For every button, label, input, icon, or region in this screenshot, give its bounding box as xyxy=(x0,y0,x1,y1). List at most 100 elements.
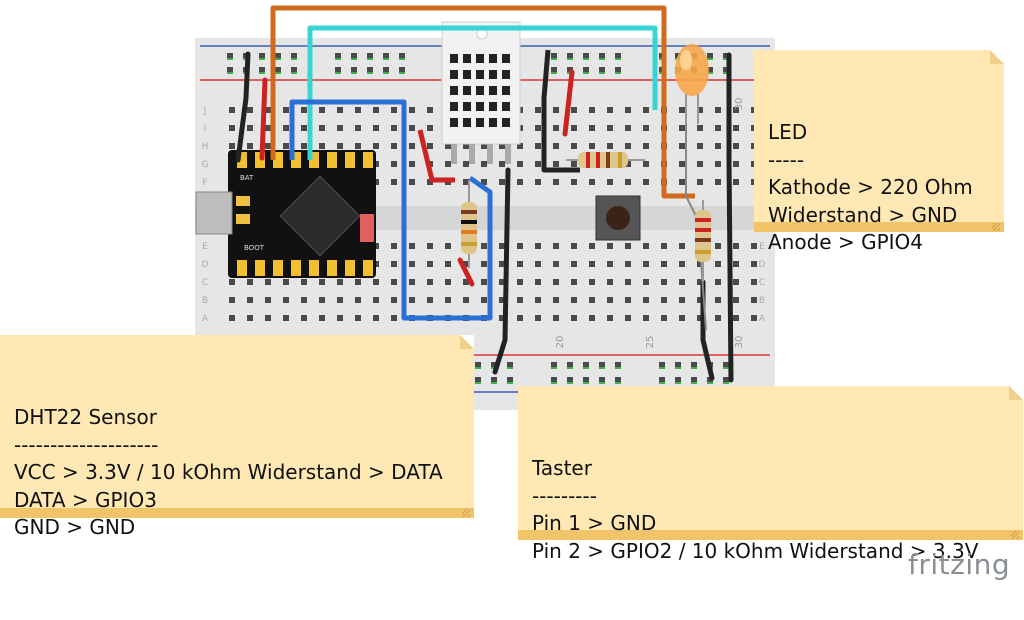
breadboard-hole xyxy=(571,161,577,167)
power-rail-hole-marker xyxy=(399,72,405,74)
breadboard-hole xyxy=(499,315,505,321)
breadboard-hole xyxy=(409,279,415,285)
breadboard-hole xyxy=(337,315,343,321)
breadboard-hole xyxy=(499,297,505,303)
row-letter: C xyxy=(759,278,765,288)
breadboard-hole xyxy=(607,261,613,267)
column-number-20: 20 xyxy=(555,336,566,349)
power-rail-hole-marker xyxy=(615,367,621,369)
breadboard-hole xyxy=(571,279,577,285)
board-pin xyxy=(255,260,265,276)
power-rail-hole-marker xyxy=(659,382,665,384)
breadboard-hole xyxy=(535,297,541,303)
dht22-vent xyxy=(502,102,510,111)
bat-label: BAT xyxy=(240,174,254,182)
breadboard-hole xyxy=(391,125,397,131)
taster-note-line: --------- xyxy=(532,483,597,508)
breadboard-hole xyxy=(517,161,523,167)
breadboard-hole xyxy=(481,243,487,249)
breadboard-hole xyxy=(589,315,595,321)
breadboard-hole xyxy=(373,297,379,303)
resistor-2 xyxy=(566,152,645,168)
breadboard-hole xyxy=(625,125,631,131)
breadboard-hole xyxy=(247,107,253,113)
power-rail-hole-marker xyxy=(335,72,341,74)
breadboard-hole xyxy=(229,125,235,131)
dht22-vent xyxy=(476,54,484,63)
board-pin xyxy=(345,152,355,168)
power-rail-hole xyxy=(599,377,605,383)
taster-note-line: Pin 2 > GPIO2 / 10 kOhm Widerstand > 3.3… xyxy=(532,538,979,563)
breadboard-hole xyxy=(715,125,721,131)
power-rail-hole xyxy=(567,67,573,73)
breadboard-hole xyxy=(571,179,577,185)
note-resize-grip[interactable] xyxy=(462,509,470,517)
power-rail-hole xyxy=(615,53,621,59)
power-rail-hole-marker xyxy=(335,58,341,60)
breadboard-hole xyxy=(535,243,541,249)
power-rail-hole-marker xyxy=(615,72,621,74)
dht22-pin-3 xyxy=(487,144,493,164)
power-rail-hole xyxy=(367,67,373,73)
dht22-vent xyxy=(450,102,458,111)
breadboard-hole xyxy=(229,297,235,303)
breadboard-hole xyxy=(589,297,595,303)
breadboard-hole xyxy=(571,243,577,249)
breadboard-hole xyxy=(247,315,253,321)
power-rail-hole-marker xyxy=(599,72,605,74)
power-rail-hole-marker xyxy=(723,58,729,60)
wire-blue-1 xyxy=(289,99,493,321)
breadboard-hole xyxy=(715,243,721,249)
breadboard-hole xyxy=(463,161,469,167)
power-rail-hole xyxy=(599,362,605,368)
board-pin xyxy=(309,152,319,168)
power-rail-hole-marker xyxy=(583,72,589,74)
breadboard-hole xyxy=(535,143,541,149)
board-pin xyxy=(273,260,283,276)
breadboard-hole xyxy=(319,107,325,113)
power-rail-hole xyxy=(723,67,729,73)
breadboard-hole xyxy=(499,243,505,249)
power-rail-hole xyxy=(583,67,589,73)
breadboard-hole xyxy=(301,279,307,285)
breadboard-hole xyxy=(715,261,721,267)
row-letter: G xyxy=(202,160,209,170)
breadboard-hole xyxy=(715,107,721,113)
breadboard-hole xyxy=(679,261,685,267)
breadboard-hole xyxy=(391,107,397,113)
breadboard-hole xyxy=(337,107,343,113)
dht22-vent xyxy=(463,54,471,63)
note-resize-grip[interactable] xyxy=(992,223,1000,231)
power-rail-hole xyxy=(615,377,621,383)
power-rail-hole-marker xyxy=(691,382,697,384)
wire-red-2 xyxy=(417,129,455,183)
breadboard-hole xyxy=(391,243,397,249)
breadboard-hole xyxy=(301,125,307,131)
breadboard-hole xyxy=(319,315,325,321)
power-rail-hole-marker xyxy=(567,367,573,369)
led-indicator-2 xyxy=(236,214,250,224)
row-letter: B xyxy=(202,296,208,306)
breadboard-hole xyxy=(319,279,325,285)
breadboard-hole xyxy=(373,279,379,285)
board-pin xyxy=(273,152,283,168)
board-pin xyxy=(363,152,373,168)
power-rail-hole xyxy=(475,377,481,383)
note-resize-grip[interactable] xyxy=(1011,531,1019,539)
breadboard-hole xyxy=(679,279,685,285)
breadboard-hole xyxy=(589,243,595,249)
breadboard-hole xyxy=(697,315,703,321)
power-rail-hole xyxy=(567,362,573,368)
power-rail-hole-marker xyxy=(367,72,373,74)
breadboard-hole xyxy=(625,279,631,285)
breadboard-hole xyxy=(607,315,613,321)
breadboard-hole xyxy=(283,143,289,149)
column-number-30-bottom: 30 xyxy=(734,336,745,349)
breadboard-hole xyxy=(301,107,307,113)
power-rail-hole-marker xyxy=(367,58,373,60)
breadboard-hole xyxy=(643,297,649,303)
breadboard-hole xyxy=(679,143,685,149)
power-rail-hole xyxy=(351,67,357,73)
dht22-note-line: -------------------- xyxy=(14,432,159,457)
power-rail-hole-marker xyxy=(507,367,513,369)
